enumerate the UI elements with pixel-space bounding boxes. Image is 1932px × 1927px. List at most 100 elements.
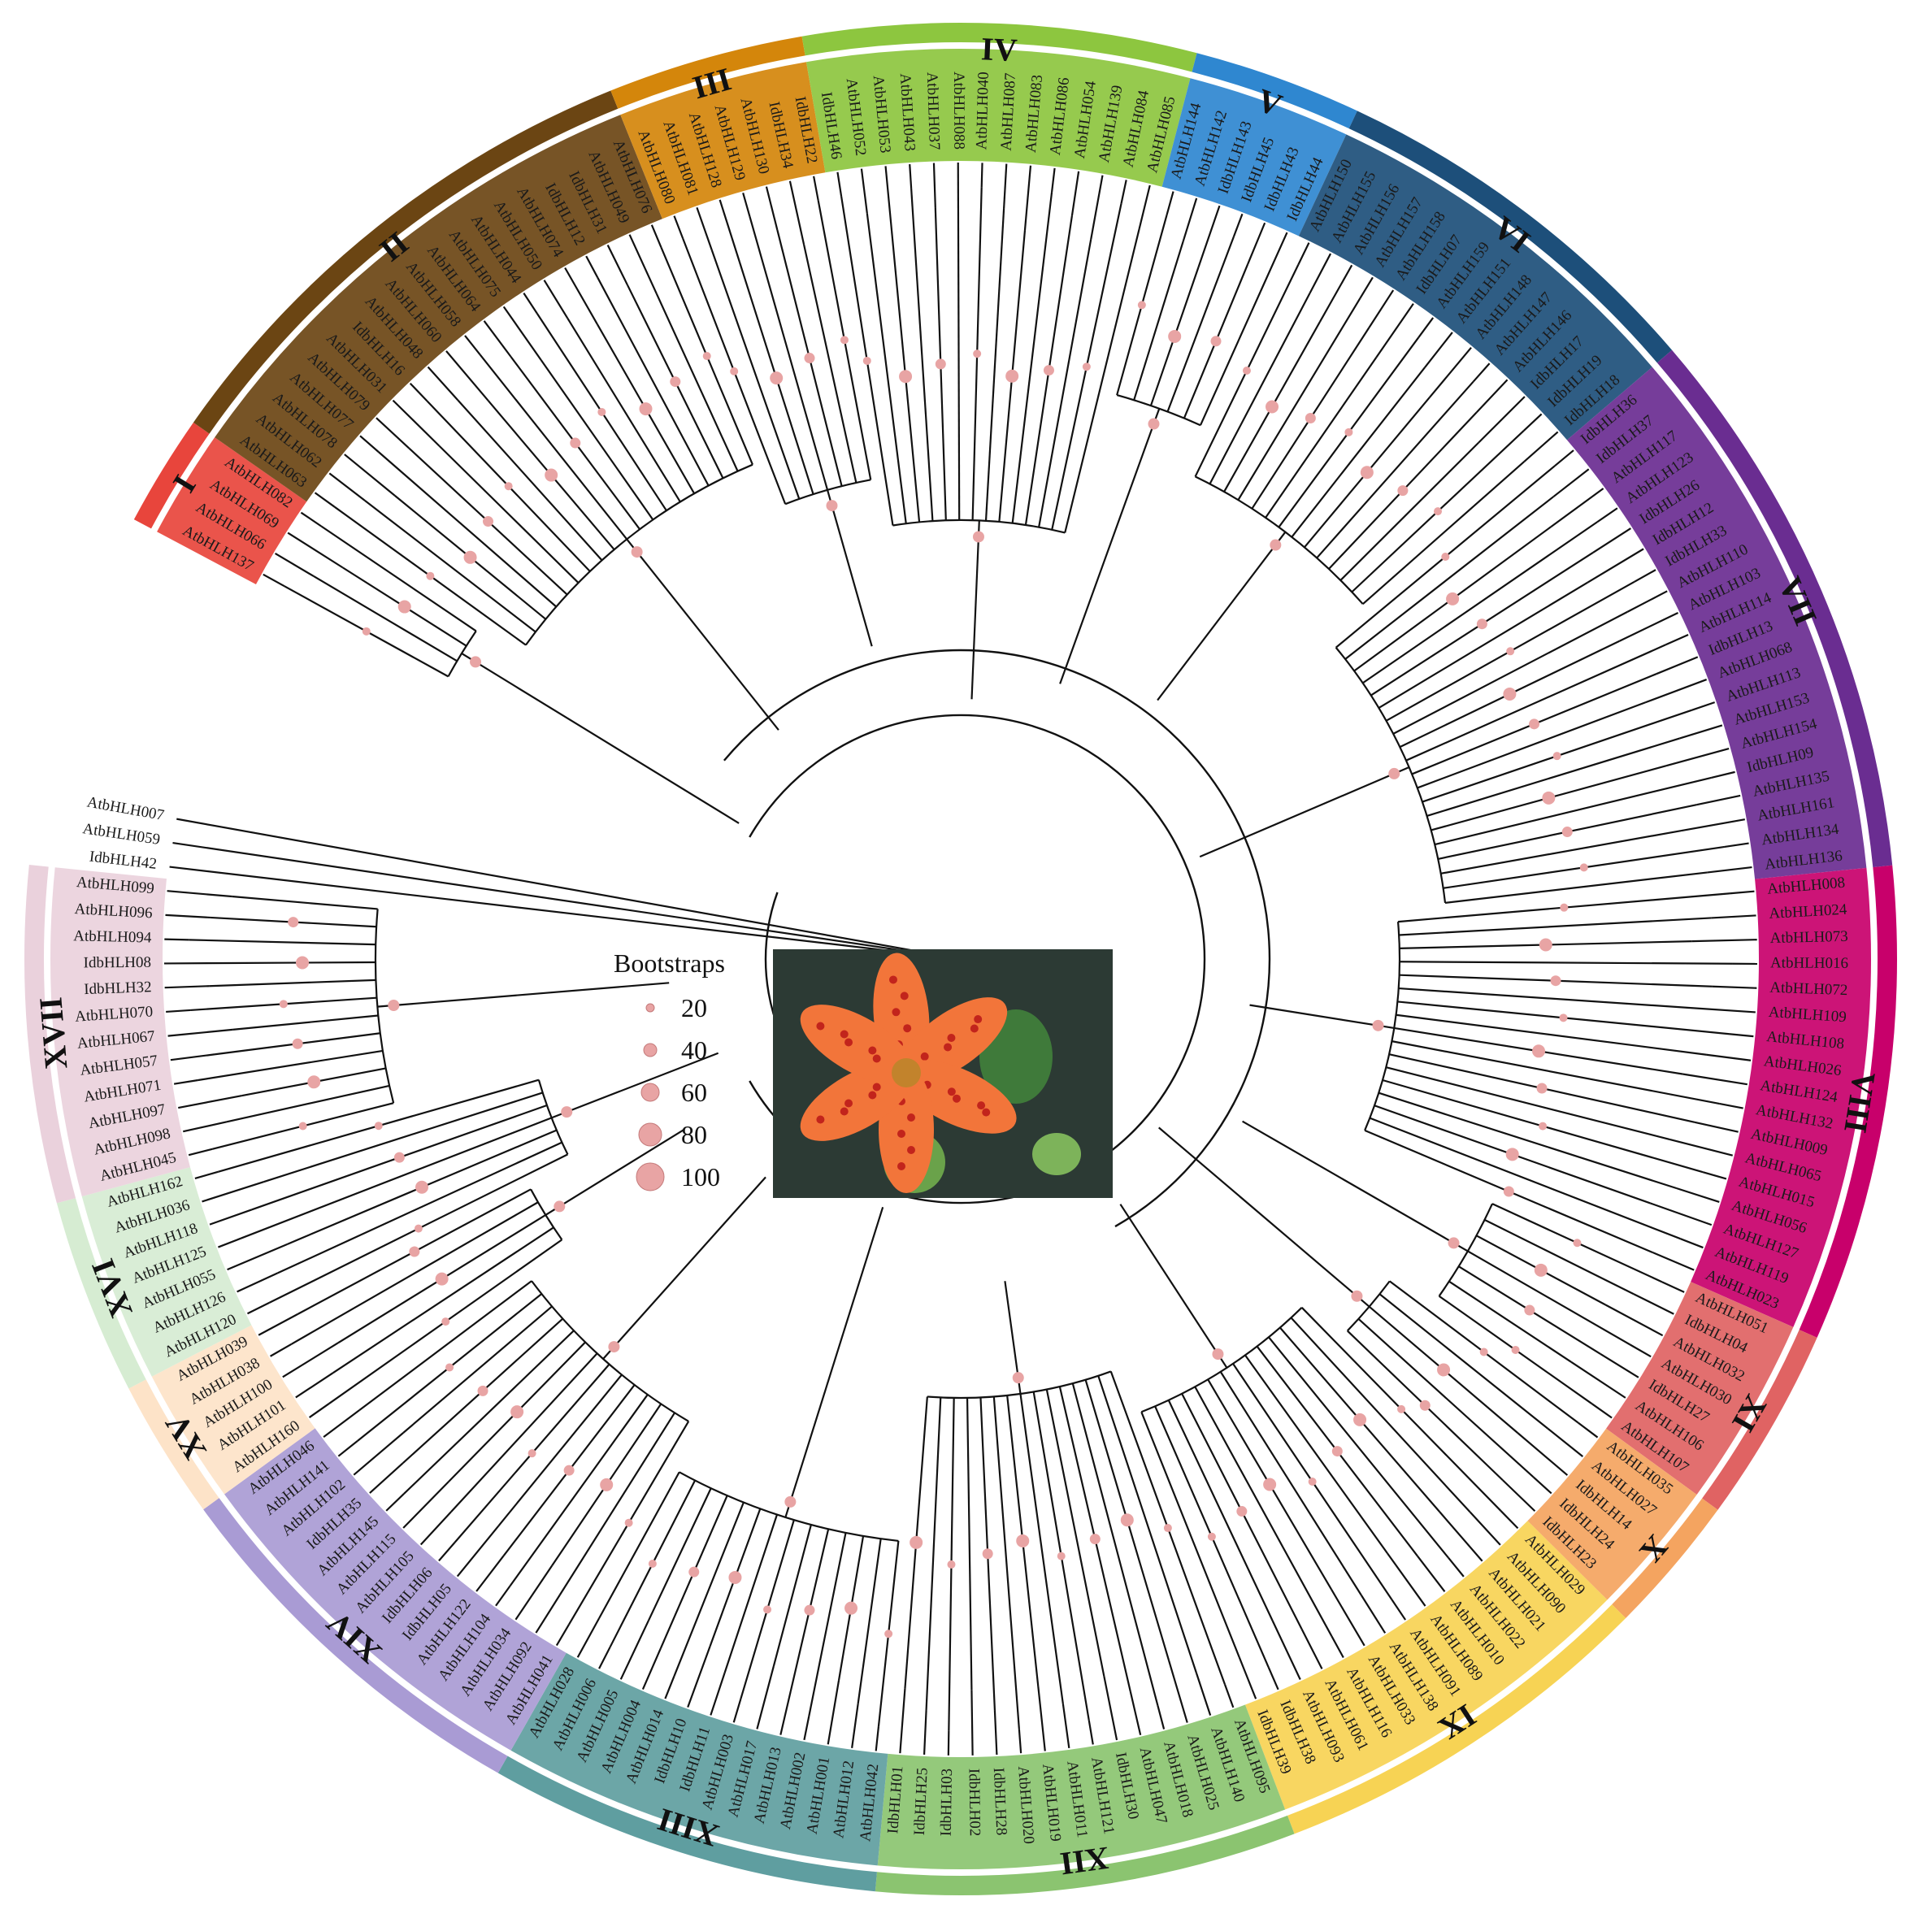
- bootstrap-dot: [1148, 418, 1160, 430]
- bootstrap-dot: [1479, 1348, 1488, 1356]
- bootstrap-dot: [1120, 1513, 1134, 1527]
- bootstrap-dot: [639, 402, 653, 416]
- legend-value: 60: [681, 1078, 707, 1107]
- bootstrap-dot: [288, 917, 299, 928]
- bootstrap-dot: [972, 531, 984, 543]
- bootstrap-dot: [804, 353, 815, 364]
- clade-band: [1161, 78, 1347, 237]
- clade-ring-segment: [1192, 53, 1357, 129]
- clade-band: [151, 1325, 315, 1495]
- leaf-label: AtbHLH094: [73, 927, 152, 946]
- clade-band: [806, 49, 1191, 187]
- bootstrap-dot: [670, 376, 681, 388]
- bootstrap-dot: [1266, 400, 1279, 414]
- bootstrap-dot: [545, 468, 558, 482]
- clade-ring-segment: [1656, 349, 1893, 868]
- bootstrap-dot: [1331, 1446, 1343, 1457]
- leaf-label: IdbHLH08: [84, 954, 152, 971]
- clade-ring-segment: [128, 1379, 219, 1510]
- bootstrap-dot: [1397, 1404, 1406, 1413]
- clade-band: [224, 1428, 567, 1751]
- flower-photo: [773, 949, 1113, 1198]
- bootstrap-dot: [1351, 1290, 1363, 1302]
- clade-ring-segment: [1348, 111, 1673, 363]
- bootstrap-dot: [409, 1246, 420, 1257]
- bootstrap-dot: [728, 1570, 742, 1584]
- clade-band: [1298, 134, 1652, 441]
- bootstrap-dot: [1511, 1345, 1520, 1354]
- bootstrap-dot: [1043, 365, 1054, 376]
- legend-value: 40: [681, 1035, 707, 1065]
- bootstrap-dot: [1005, 369, 1019, 383]
- bootstrap-dot: [1529, 718, 1540, 730]
- leaf-highlight-bands: [50, 49, 1871, 1869]
- legend-dot: [643, 1043, 658, 1057]
- bootstrap-dot: [973, 349, 982, 358]
- bootstrap-dot: [554, 1200, 566, 1213]
- bootstrap-dot: [763, 1605, 772, 1614]
- bootstrap-dot: [1012, 1372, 1024, 1384]
- bootstrap-dot: [1552, 752, 1561, 761]
- bootstrap-dot: [1242, 367, 1251, 375]
- bootstrap-dot: [296, 956, 310, 970]
- bootstrap-dot: [1532, 1044, 1546, 1058]
- bootstrap-dot: [1163, 1524, 1172, 1533]
- bootstrap-dot: [1437, 1363, 1451, 1377]
- clade-ring-segment: [133, 422, 210, 529]
- bootstrap-dot: [441, 1317, 450, 1326]
- clade-ring-segment: [56, 1198, 146, 1389]
- bootstrap-dot: [1573, 1239, 1582, 1248]
- bootstrap-dot: [393, 1152, 405, 1163]
- bootstrap-dot: [1434, 507, 1443, 516]
- bootstrap-dot: [435, 1272, 449, 1286]
- bootstrap-dot: [1212, 1348, 1224, 1361]
- clade-band: [215, 115, 662, 502]
- leaf-label: IdbHLH03: [938, 1769, 956, 1837]
- bootstrap-dot: [631, 546, 643, 558]
- clade-color-ring: [24, 23, 1897, 1895]
- bootstrap-dot: [804, 1604, 815, 1616]
- bootstrap-dot: [1560, 903, 1569, 912]
- clade-band: [510, 1652, 888, 1866]
- leaf-label: AtbHLH040: [973, 72, 992, 150]
- bootstrap-dot: [388, 999, 400, 1011]
- bootstrap-dot: [1505, 1148, 1519, 1161]
- bootstrap-dot: [826, 500, 838, 512]
- bootstrap-dot: [1397, 485, 1409, 497]
- bootstrap-dot: [1082, 362, 1091, 371]
- bootstrap-dot: [1506, 647, 1515, 656]
- bootstrap-dot: [910, 1535, 923, 1549]
- clade-band: [1244, 1521, 1608, 1810]
- bootstrap-dot: [840, 336, 849, 345]
- leaf-label: IdbHLH28: [990, 1767, 1010, 1835]
- bootstrap-dot: [624, 1518, 633, 1527]
- clade-label: XII: [1058, 1840, 1112, 1883]
- clade-ring-segment: [1799, 865, 1897, 1338]
- bootstrap-dot: [1372, 1019, 1384, 1031]
- bootstrap-dot: [1344, 427, 1353, 436]
- bootstrap-dot: [1353, 1413, 1367, 1426]
- bootstrap-dot: [1550, 975, 1561, 987]
- bootstrap-dot: [1089, 1534, 1101, 1545]
- clade-ring-segment: [1702, 1330, 1817, 1510]
- bootstrap-dot: [1308, 1477, 1317, 1486]
- bootstrap-dot: [1016, 1534, 1030, 1547]
- outgroup-label: AtbHLH007: [85, 793, 165, 824]
- clade-band: [1566, 367, 1867, 879]
- bootstrap-dot: [1539, 938, 1552, 952]
- clade-ring-segment: [1287, 1604, 1626, 1834]
- bootstrap-dot: [1446, 592, 1460, 605]
- bootstrap-dot: [1168, 329, 1182, 343]
- bootstrap-dot: [1305, 413, 1316, 424]
- leaf-label: AtbHLH073: [1769, 928, 1848, 947]
- bootstrap-dot: [1559, 1013, 1568, 1022]
- bootstrap-dot: [1360, 466, 1374, 480]
- legend-value: 20: [681, 993, 707, 1022]
- bootstrap-dot: [1503, 687, 1517, 701]
- bootstrap-dot: [279, 1000, 288, 1009]
- clade-band: [877, 1704, 1286, 1869]
- bootstrap-dot: [862, 356, 871, 365]
- bootstrap-dot: [935, 358, 946, 370]
- clade-label: XVII: [32, 996, 74, 1070]
